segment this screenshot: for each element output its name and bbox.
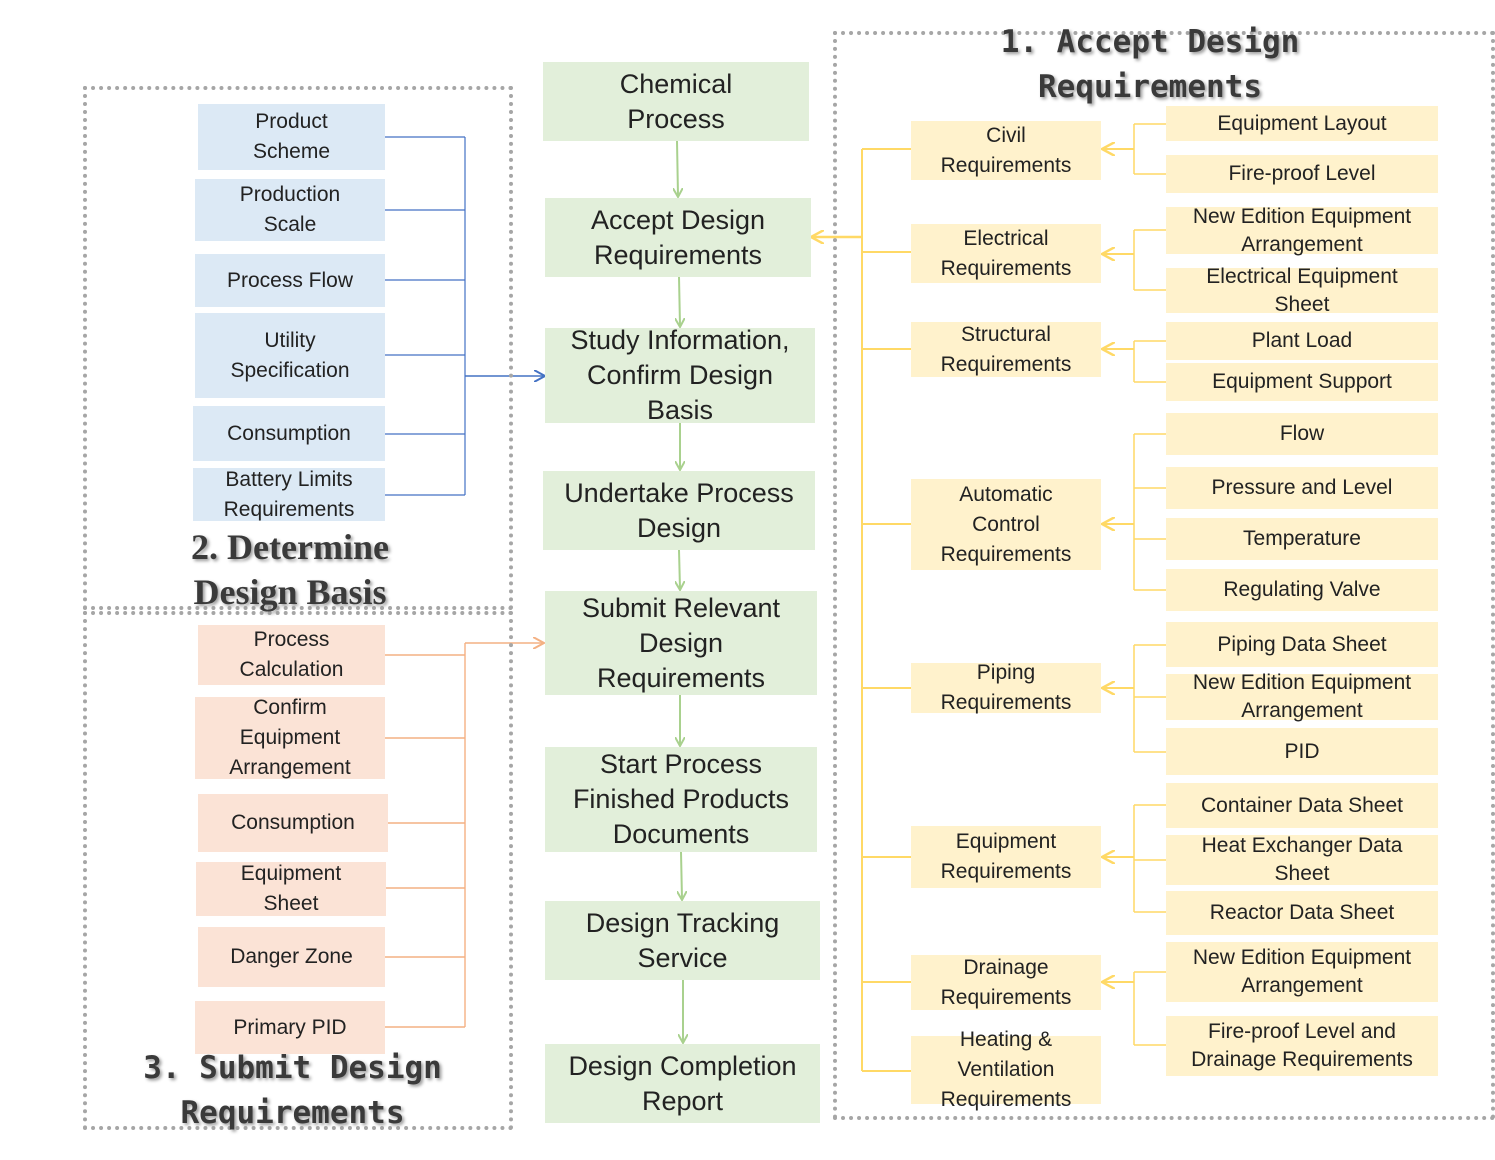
basis-process-flow: Process Flow [195, 254, 385, 307]
drainage-item-equipment-arrangement: New Edition Equipment Arrangement [1166, 942, 1438, 1002]
submit-process-calculation: Process Calculation [198, 625, 385, 685]
group-drainage: Drainage Requirements [911, 955, 1101, 1010]
group-automatic-control: Automatic Control Requirements [911, 479, 1101, 570]
submit-consumption: Consumption [198, 794, 388, 852]
basis-battery-limits: Battery Limits Requirements [193, 468, 385, 521]
electrical-item-equipment-arrangement: New Edition Equipment Arrangement [1166, 205, 1438, 256]
group-heating-ventilation: Heating & Ventilation Requirements [911, 1028, 1101, 1111]
section-title-determine: 2. Determine Design Basis [191, 527, 389, 612]
civil-item-equipment-layout: Equipment Layout [1166, 106, 1438, 141]
piping-item-equipment-arrangement: New Edition Equipment Arrangement [1166, 671, 1438, 722]
section-title-submit: 3. Submit Design Requirements [143, 1050, 442, 1131]
structural-item-plant-load: Plant Load [1166, 322, 1438, 360]
control-item-temperature: Temperature [1166, 518, 1438, 560]
control-item-flow: Flow [1166, 413, 1438, 455]
structural-item-equipment-support: Equipment Support [1166, 363, 1438, 401]
flow-step-undertake-process-design: Undertake Process Design [543, 471, 815, 550]
submit-equipment-sheet: Equipment Sheet [196, 862, 386, 916]
flow-step-chemical-process: Chemical Process [543, 62, 809, 141]
equipment-item-heat-exchanger-data-sheet: Heat Exchanger Data Sheet [1166, 834, 1438, 885]
drainage-item-fire-proof-drainage: Fire-proof Level and Drainage Requiremen… [1166, 1016, 1438, 1076]
group-electrical: Electrical Requirements [911, 224, 1101, 283]
accept-requirements-region [833, 31, 1495, 1120]
basis-product-scheme: Product Scheme [198, 104, 385, 170]
submit-bracket [385, 643, 543, 1028]
basis-consumption: Consumption [193, 406, 385, 461]
basis-utility-specification: Utility Specification [195, 313, 385, 398]
basis-production-scale: Production Scale [195, 179, 385, 241]
civil-item-fire-proof-level: Fire-proof Level [1166, 155, 1438, 193]
requirement-trunk [812, 148, 911, 1072]
submit-danger-zone: Danger Zone [198, 927, 385, 987]
flow-step-accept-design-requirements: Accept Design Requirements [545, 198, 811, 277]
determine-basis-region [83, 86, 513, 610]
group-piping: Piping Requirements [911, 661, 1101, 714]
control-item-pressure-level: Pressure and Level [1166, 467, 1438, 509]
control-item-regulating-valve: Regulating Valve [1166, 569, 1438, 611]
electrical-item-equipment-sheet: Electrical Equipment Sheet [1166, 265, 1438, 316]
group-civil: Civil Requirements [911, 121, 1101, 180]
group-structural: Structural Requirements [911, 322, 1101, 377]
equipment-item-container-data-sheet: Container Data Sheet [1166, 783, 1438, 828]
flow-step-study-information: Study Information, Confirm Design Basis [545, 325, 815, 425]
flow-step-submit-relevant: Submit Relevant Design Requirements [545, 591, 817, 695]
equipment-item-reactor-data-sheet: Reactor Data Sheet [1166, 891, 1438, 935]
piping-item-data-sheet: Piping Data Sheet [1166, 622, 1438, 667]
flow-step-start-finished-products: Start Process Finished Products Document… [545, 747, 817, 852]
submit-confirm-equipment-arrangement: Confirm Equipment Arrangement [195, 696, 385, 779]
main-flow-arrows [677, 140, 683, 1042]
section-title-accept: 1. Accept Design Requirements [1000, 24, 1300, 105]
flow-step-design-tracking: Design Tracking Service [545, 901, 820, 980]
submit-primary-pid: Primary PID [195, 1001, 385, 1054]
piping-item-pid: PID [1166, 728, 1438, 775]
flow-step-design-completion: Design Completion Report [545, 1044, 820, 1123]
submit-requirements-region [83, 611, 513, 1130]
group-equipment: Equipment Requirements [911, 826, 1101, 888]
requirement-item-brackets [1103, 123, 1166, 1046]
design-basis-bracket [385, 136, 544, 496]
